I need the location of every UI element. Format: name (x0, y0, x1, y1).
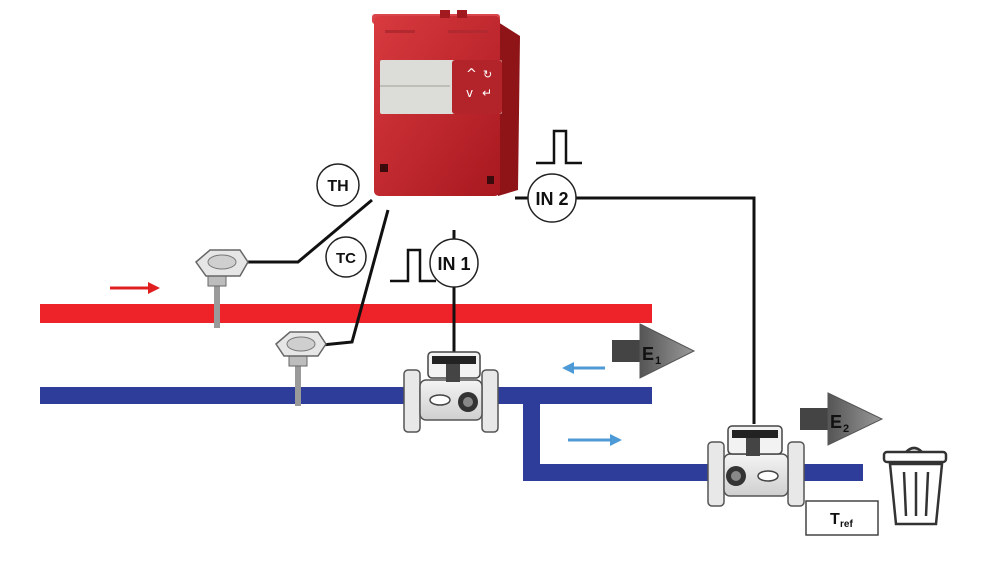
svg-text:E: E (830, 412, 842, 432)
temperature-sensor-cold (275, 331, 327, 406)
branch-flow-arrow (568, 434, 622, 446)
svg-text:TC: TC (336, 250, 356, 267)
meter-keypad (452, 60, 502, 114)
return-flow-arrow (562, 362, 605, 374)
th-wire (248, 198, 373, 264)
svg-text:ref: ref (840, 519, 853, 530)
enter-key-icon: ↵ (482, 86, 492, 100)
pulse-signal-in2 (536, 129, 582, 165)
branch-pipe-horizontal (523, 464, 863, 481)
th-label: TH (316, 163, 360, 207)
svg-text:1: 1 (655, 355, 661, 367)
hot-supply-pipe (40, 304, 652, 323)
energy-arrow-e1: E 1 (612, 323, 696, 379)
down-key-icon: v (466, 86, 473, 100)
signal-wires (248, 196, 756, 424)
heat-meter-calculator: ^ ↻ v ↵ (372, 10, 520, 196)
svg-text:IN 1: IN 1 (437, 254, 470, 274)
svg-text:T: T (830, 511, 840, 528)
flow-meter-2 (707, 425, 805, 507)
tref-box: T ref (805, 500, 879, 536)
svg-text:IN 2: IN 2 (535, 189, 568, 209)
svg-text:E: E (642, 344, 654, 364)
reset-key-icon: ↻ (483, 68, 492, 81)
svg-text:TH: TH (327, 178, 348, 195)
in1-label: IN 1 (429, 238, 479, 288)
hot-flow-arrow (110, 282, 160, 294)
in2-wire (575, 196, 756, 424)
pulse-signal-in1 (390, 248, 436, 283)
energy-arrow-e2: E 2 (800, 392, 884, 446)
trash-bin-icon (882, 446, 948, 526)
in2-label: IN 2 (527, 173, 577, 223)
svg-text:2: 2 (843, 423, 849, 435)
up-key-icon: ^ (466, 67, 477, 82)
tc-wire (321, 209, 390, 347)
branch-pipe-vertical (523, 395, 540, 479)
temperature-sensor-hot (194, 249, 249, 328)
tc-label: TC (325, 236, 367, 278)
flow-meter-1 (403, 351, 499, 433)
cold-return-pipe (40, 387, 652, 404)
